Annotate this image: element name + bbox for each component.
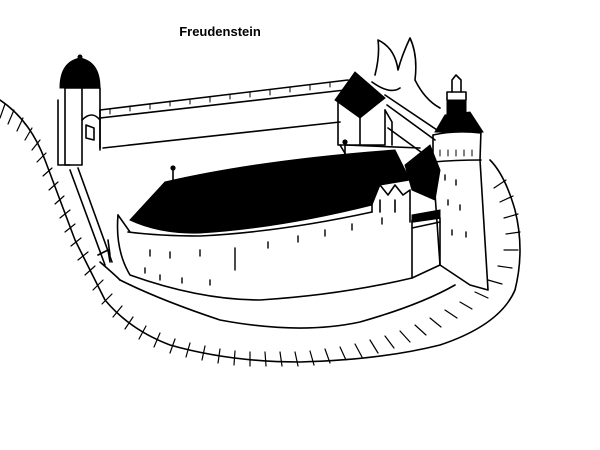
side-roof — [404, 144, 441, 201]
cliff-hatching — [0, 103, 521, 367]
palace-wall — [116, 214, 413, 301]
right-tower-roof — [434, 111, 484, 133]
drawing-title: Freudenstein — [179, 24, 261, 39]
left-tower — [64, 87, 83, 166]
cliff-left — [0, 99, 521, 363]
gatehouse-roof — [334, 71, 386, 119]
palace-roof — [129, 149, 411, 234]
left-tower-dome — [59, 57, 101, 89]
curtain-wall-back — [99, 79, 349, 111]
bailey-ground — [119, 279, 456, 329]
rock-outcrop — [374, 37, 441, 109]
